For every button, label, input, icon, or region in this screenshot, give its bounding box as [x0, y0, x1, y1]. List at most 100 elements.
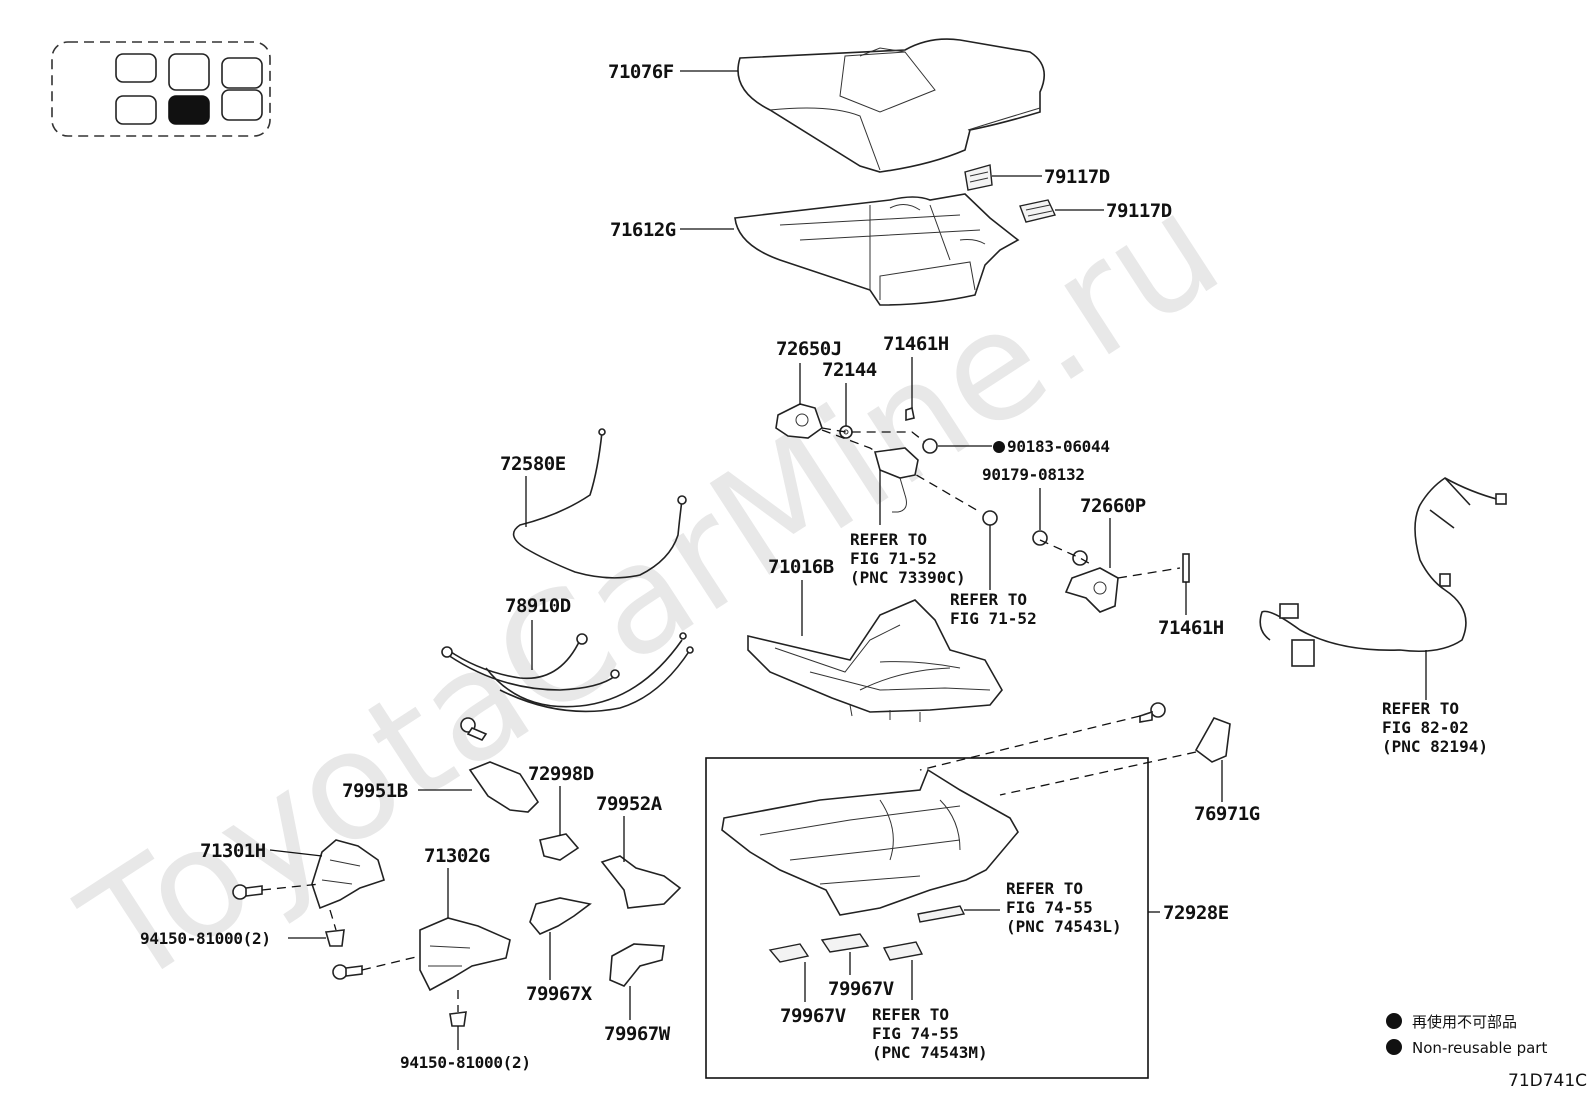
part-number-71016B: 71016B: [768, 556, 834, 578]
seat-cushion-pad: [734, 193, 1020, 306]
seat-map-cell: [115, 95, 157, 125]
reference-line: (PNC 74543M): [872, 1043, 988, 1062]
part-number-79967V-a: 79967V: [780, 1005, 846, 1027]
part-number-72650J: 72650J: [776, 338, 842, 360]
assembly-line: [999, 751, 1197, 796]
cushion-pad-b: [1019, 199, 1056, 223]
assembly-line: [329, 909, 337, 931]
recliner-bracket-left: [775, 403, 823, 439]
part-number-79117D-b: 79117D: [1106, 200, 1172, 222]
part-number-72660P: 72660P: [1080, 495, 1146, 517]
pad-79967V-b: [820, 933, 870, 953]
cover-79952A: [600, 855, 682, 909]
assembly-line: [1117, 567, 1181, 579]
part-number-72998D: 72998D: [528, 763, 594, 785]
recliner-bracket-right: [1064, 567, 1119, 613]
part-number-71302G: 71302G: [424, 845, 490, 867]
seat-frame-71016B: [747, 599, 1003, 722]
part-number-76971G: 76971G: [1194, 803, 1260, 825]
reference-line: REFER TO: [950, 590, 1027, 609]
part-number-79952A: 79952A: [596, 793, 663, 815]
reference-fig-71-52-pnc: REFER TO FIG 71-52 (PNC 73390C): [850, 530, 966, 587]
seat-map-cell: [221, 57, 263, 89]
part-number-94150-81000-b: 94150-81000(2): [400, 1053, 531, 1072]
nut-90179: [1032, 530, 1088, 566]
assembly-line: [361, 955, 421, 971]
reference-line: (PNC 73390C): [850, 568, 966, 587]
clip-94150-b: [449, 1011, 467, 1027]
seat-position-map: [51, 41, 271, 137]
reference-line: REFER TO: [1006, 879, 1083, 898]
part-number-90183-06044: 90183-06044: [1007, 437, 1110, 456]
seat-wire-harness: [1259, 477, 1507, 667]
reference-fig-82-02: REFER TO FIG 82-02 (PNC 82194): [1382, 699, 1488, 756]
reference-line: (PNC 82194): [1382, 737, 1488, 756]
seat-map-cell: [115, 53, 157, 83]
spring-pin-right: [1182, 553, 1190, 583]
screw-left-b: [332, 964, 363, 980]
nut-90183: [922, 438, 938, 454]
assembly-line: [821, 429, 981, 513]
part-number-72580E: 72580E: [500, 453, 566, 475]
reference-line: FIG 74-55: [872, 1024, 959, 1043]
hinge-cover-71302G: [419, 917, 511, 992]
reference-fig-71-52: REFER TO FIG 71-52: [950, 590, 1037, 628]
part-number-71461H-top: 71461H: [883, 333, 949, 355]
reference-line: REFER TO: [872, 1005, 949, 1024]
bolt-upper: [1139, 702, 1166, 723]
part-number-71076F: 71076F: [608, 61, 674, 83]
cushion-pad-a: [964, 164, 993, 191]
reference-fig-74-55-M: REFER TO FIG 74-55 (PNC 74543M): [872, 1005, 988, 1062]
part-number-72144: 72144: [822, 359, 877, 381]
washer-72144: [839, 425, 853, 439]
screw-left-a: [232, 884, 263, 900]
part-number-79967W: 79967W: [604, 1023, 671, 1045]
part-number-79117D-a: 79117D: [1044, 166, 1110, 188]
part-number-71301H: 71301H: [200, 840, 266, 862]
part-number-78910D: 78910D: [505, 595, 571, 617]
reference-line: REFER TO: [1382, 699, 1459, 718]
sound-pad-74543L: [917, 905, 966, 923]
legend: 再使用不可部品 Non-reusable part: [1386, 1013, 1547, 1057]
pad-79967V-a: [768, 943, 810, 963]
seat-map-cell: [168, 53, 210, 91]
wire-harness-78910D: [441, 632, 694, 713]
legend-marker: [1386, 1013, 1402, 1029]
reference-line: FIG 71-52: [850, 549, 937, 568]
reference-line: FIG 74-55: [1006, 898, 1093, 917]
assembly-box-72928E: [705, 757, 1149, 1079]
part-number-94150-81000-a: 94150-81000(2): [140, 929, 271, 948]
reference-line: (PNC 74543L): [1006, 917, 1122, 936]
assembly-line: [261, 883, 321, 891]
part-number-72928E: 72928E: [1163, 902, 1229, 924]
seat-under-tray: [721, 768, 1019, 916]
part-number-71612G: 71612G: [610, 219, 676, 241]
seat-map-cell: [221, 89, 263, 121]
clip-94150-a: [324, 929, 345, 947]
non-reusable-marker: [993, 441, 1005, 453]
figure-code: 71D741C: [1508, 1071, 1587, 1091]
spring-pin-top: [905, 406, 915, 422]
release-cable-72580E: [512, 428, 687, 579]
seat-map-cell-selected: [168, 95, 210, 125]
legend-label-en: Non-reusable part: [1412, 1039, 1547, 1057]
reference-line: FIG 82-02: [1382, 718, 1469, 737]
legend-label-ja: 再使用不可部品: [1412, 1013, 1517, 1031]
cover-76971G: [1194, 717, 1231, 763]
cover-79967X: [529, 897, 592, 935]
part-number-71461H-right: 71461H: [1158, 617, 1224, 639]
cover-79967W: [609, 943, 665, 987]
seat-cushion-cover: [737, 38, 1046, 173]
part-number-90179-08132: 90179-08132: [982, 465, 1085, 484]
nut-90179-top: [982, 510, 998, 526]
assembly-line: [919, 715, 1141, 771]
part-number-79967X: 79967X: [526, 983, 593, 1005]
reference-fig-74-55-L: REFER TO FIG 74-55 (PNC 74543L): [1006, 879, 1122, 936]
legend-marker: [1386, 1039, 1402, 1055]
sound-pad-74543M: [882, 941, 924, 961]
cover-79951B: [468, 761, 540, 813]
bolt-left-top: [460, 717, 488, 741]
part-number-79967V-b: 79967V: [828, 978, 894, 1000]
part-number-79951B: 79951B: [342, 780, 408, 802]
